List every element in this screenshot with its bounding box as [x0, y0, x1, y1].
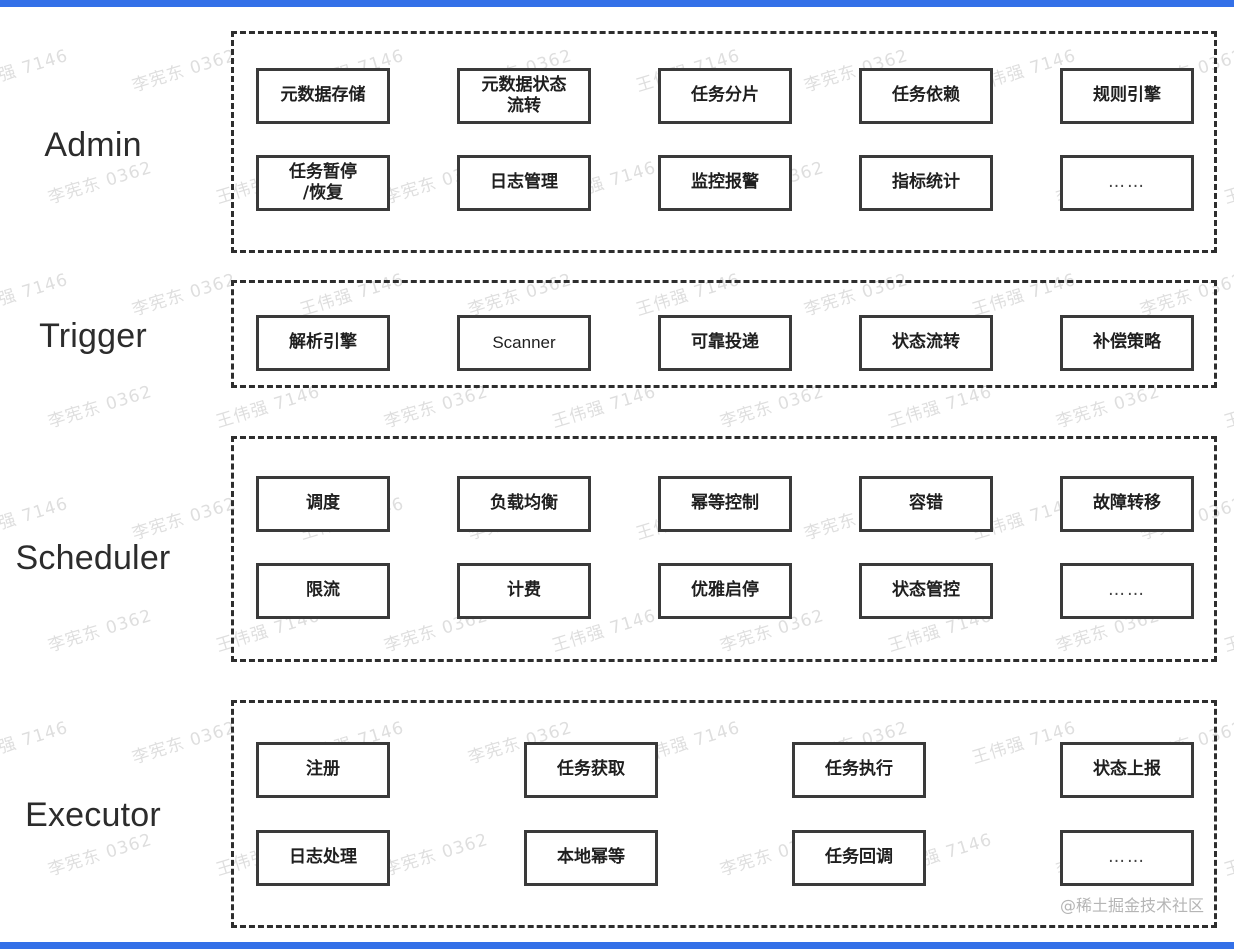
module-box[interactable]: 状态管控 [859, 563, 993, 619]
row-label-executor: Executor [25, 796, 161, 834]
module-box[interactable]: 状态流转 [859, 315, 993, 371]
row-label-admin: Admin [44, 126, 142, 164]
module-box[interactable]: 任务暂停/恢复 [256, 155, 390, 211]
module-box[interactable]: …… [1060, 563, 1194, 619]
module-box[interactable]: …… [1060, 830, 1194, 886]
module-box[interactable]: 任务执行 [792, 742, 926, 798]
module-box[interactable]: 状态上报 [1060, 742, 1194, 798]
module-box[interactable]: …… [1060, 155, 1194, 211]
module-box[interactable]: 幂等控制 [658, 476, 792, 532]
module-box[interactable]: 本地幂等 [524, 830, 658, 886]
module-box[interactable]: 日志处理 [256, 830, 390, 886]
group-container-executor [231, 700, 1217, 928]
row-label-trigger: Trigger [39, 317, 147, 355]
module-box[interactable]: 解析引擎 [256, 315, 390, 371]
module-box[interactable]: 任务分片 [658, 68, 792, 124]
row-label-scheduler: Scheduler [15, 539, 171, 577]
module-box[interactable]: 元数据存储 [256, 68, 390, 124]
module-box[interactable]: 容错 [859, 476, 993, 532]
module-box[interactable]: 元数据状态流转 [457, 68, 591, 124]
module-box[interactable]: 负载均衡 [457, 476, 591, 532]
module-box[interactable]: 任务回调 [792, 830, 926, 886]
module-box[interactable]: 故障转移 [1060, 476, 1194, 532]
module-box[interactable]: 补偿策略 [1060, 315, 1194, 371]
module-box[interactable]: 计费 [457, 563, 591, 619]
module-box[interactable]: 日志管理 [457, 155, 591, 211]
group-container-trigger [231, 280, 1217, 388]
group-container-scheduler [231, 436, 1217, 662]
bottom-accent-bar [0, 942, 1234, 949]
module-box[interactable]: Scanner [457, 315, 591, 371]
module-box[interactable]: 监控报警 [658, 155, 792, 211]
top-accent-bar [0, 0, 1234, 7]
group-container-admin [231, 31, 1217, 253]
module-box[interactable]: 优雅启停 [658, 563, 792, 619]
module-box[interactable]: 注册 [256, 742, 390, 798]
module-box[interactable]: 可靠投递 [658, 315, 792, 371]
module-box[interactable]: 指标统计 [859, 155, 993, 211]
module-box[interactable]: 规则引擎 [1060, 68, 1194, 124]
module-box[interactable]: 任务依赖 [859, 68, 993, 124]
module-box[interactable]: 调度 [256, 476, 390, 532]
module-box[interactable]: 任务获取 [524, 742, 658, 798]
module-box[interactable]: 限流 [256, 563, 390, 619]
community-credit: @稀土掘金技术社区 [1059, 896, 1204, 915]
